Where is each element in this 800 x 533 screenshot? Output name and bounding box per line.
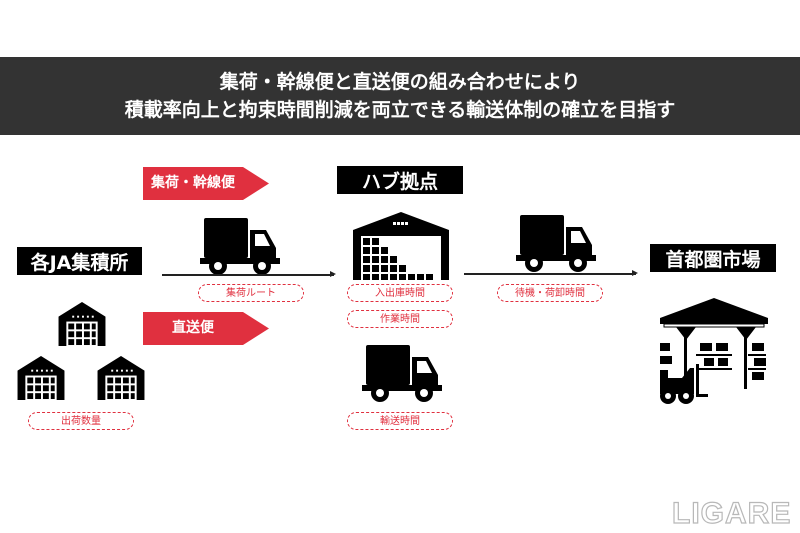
factor-work-time: 作業時間 [347,310,453,328]
truck-icon [362,345,442,403]
factor-collection-route: 集荷ルート [198,284,304,302]
headline-banner: 集荷・幹線便と直送便の組み合わせにより 積載率向上と拘束時間削減を両立できる輸送… [0,57,800,135]
truck-icon [200,218,280,276]
factor-transport-time: 輸送時間 [347,412,453,430]
factor-in-out-time: 入出庫時間 [347,284,453,302]
flow-arrow-to-hub [162,271,336,277]
market-label: 首都圏市場 [650,244,776,272]
route-trunk-label: 集荷・幹線便 [151,175,235,191]
hub-label: ハブ拠点 [337,166,463,194]
truck-icon [516,215,596,273]
market-forklift-icon [660,298,768,404]
route-direct-arrow: 直送便 [143,312,269,345]
warehouse-icon [17,356,65,400]
hub-warehouse-icon [353,212,449,280]
headline-line-1: 集荷・幹線便と直送便の組み合わせにより [219,71,581,93]
factor-wait-unload-time: 待機・荷卸時間 [497,284,603,302]
flow-arrow-to-market [464,270,638,276]
warehouse-icon [97,356,145,400]
factor-shipment-volume: 出荷数量 [28,412,134,430]
headline-line-2: 積載率向上と拘束時間削減を両立できる輸送体制の確立を目指す [124,99,676,121]
ligare-logo: LIGARE [671,496,792,530]
warehouse-icon [58,302,106,346]
route-direct-label: 直送便 [172,320,214,336]
route-trunk-arrow: 集荷・幹線便 [143,167,269,200]
origin-label: 各JA集積所 [17,247,142,275]
